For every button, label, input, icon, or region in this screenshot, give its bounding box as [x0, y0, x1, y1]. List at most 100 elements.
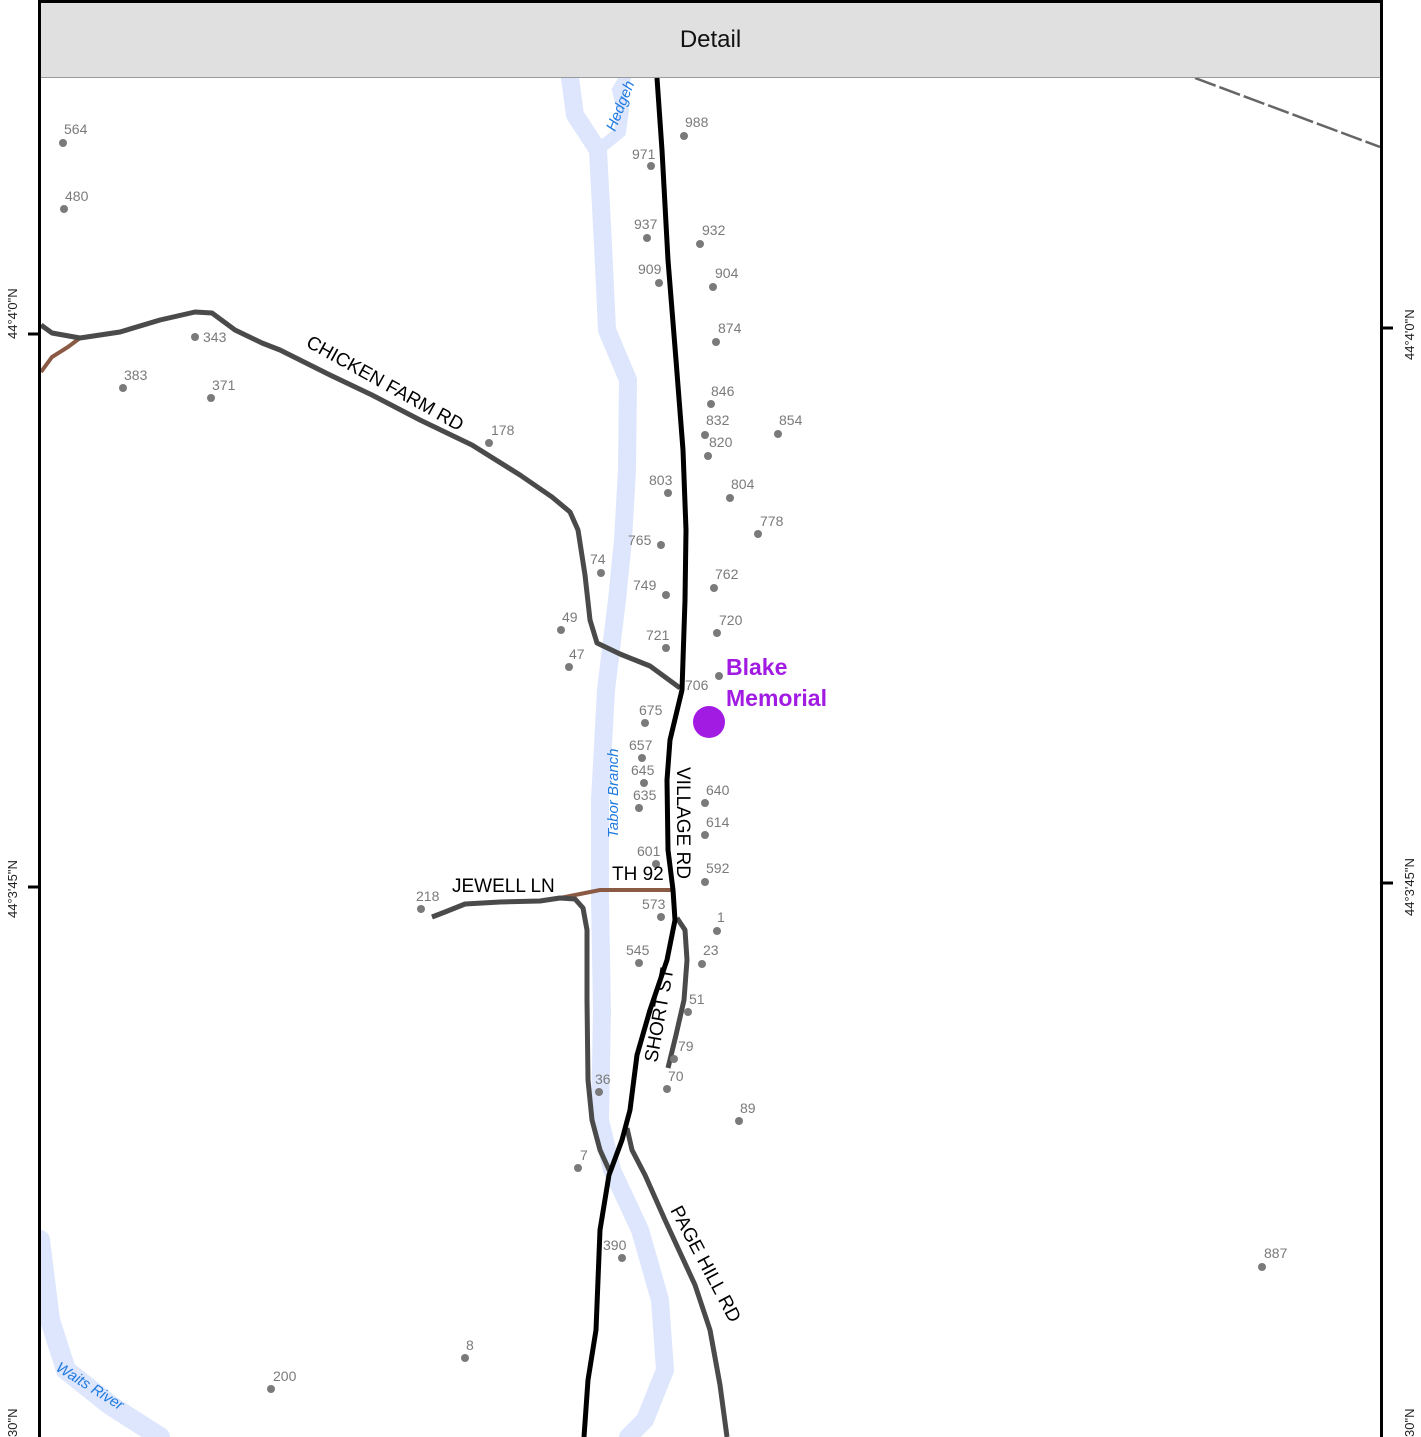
address-number: 749 [633, 577, 657, 593]
address-point[interactable] [663, 1085, 671, 1093]
address-point[interactable] [60, 205, 68, 213]
address-number: 8 [466, 1337, 474, 1353]
address-number: 721 [646, 627, 670, 643]
address-point[interactable] [684, 1008, 692, 1016]
address-number: 874 [718, 320, 742, 336]
address-number: 778 [760, 513, 784, 529]
address-point[interactable] [207, 394, 215, 402]
address-point[interactable] [715, 672, 723, 680]
th-92-label: TH 92 [612, 864, 664, 885]
address-number: 390 [603, 1237, 627, 1253]
village-rd [581, 78, 689, 1437]
address-point[interactable] [698, 960, 706, 968]
address-point[interactable] [704, 452, 712, 460]
detail-title: Detail [41, 3, 1380, 78]
address-point[interactable] [662, 591, 670, 599]
address-point[interactable] [485, 439, 493, 447]
address-point[interactable] [696, 240, 704, 248]
poi-name-line1: Blake [726, 654, 787, 680]
address-point[interactable] [461, 1354, 469, 1362]
address-point[interactable] [701, 831, 709, 839]
boundary-line [1194, 78, 1380, 149]
village-rd-label: VILLAGE RD [672, 767, 693, 879]
address-number: 343 [203, 329, 227, 345]
blake-memorial-marker[interactable] [693, 706, 725, 738]
address-point[interactable] [701, 878, 709, 886]
address-number: 832 [706, 412, 730, 428]
address-number: 51 [689, 991, 705, 1007]
address-point[interactable] [1258, 1263, 1266, 1271]
address-number: 640 [706, 782, 730, 798]
address-point[interactable] [119, 384, 127, 392]
address-point[interactable] [735, 1117, 743, 1125]
address-point[interactable] [707, 400, 715, 408]
waits-river [41, 1230, 170, 1437]
address-point[interactable] [657, 541, 665, 549]
address-number: 909 [638, 261, 662, 277]
address-point[interactable] [635, 804, 643, 812]
address-number: 200 [273, 1368, 297, 1384]
address-point[interactable] [557, 626, 565, 634]
address-point[interactable] [638, 754, 646, 762]
lat-label-right-30: 30"N [1402, 1409, 1417, 1437]
address-point[interactable] [713, 927, 721, 935]
lat-label-right-3-45: 44°3'45"N [1402, 858, 1417, 916]
address-number: 645 [631, 762, 655, 778]
address-number: 657 [629, 737, 653, 753]
address-point[interactable] [754, 530, 762, 538]
address-point[interactable] [417, 905, 425, 913]
address-point[interactable] [662, 644, 670, 652]
address-number: 564 [64, 121, 88, 137]
address-point[interactable] [635, 959, 643, 967]
page-hill-rd [624, 1127, 730, 1437]
address-point[interactable] [640, 779, 648, 787]
address-point[interactable] [712, 338, 720, 346]
address-point[interactable] [670, 1055, 678, 1063]
address-point[interactable] [680, 132, 688, 140]
address-point[interactable] [664, 489, 672, 497]
th-92-road [559, 888, 675, 900]
address-point[interactable] [618, 1254, 626, 1262]
address-number: 904 [715, 265, 739, 281]
address-point[interactable] [641, 719, 649, 727]
address-number: 218 [416, 888, 440, 904]
address-number: 49 [562, 609, 578, 625]
address-point[interactable] [701, 431, 709, 439]
address-number: 635 [633, 787, 657, 803]
address-number: 371 [212, 377, 236, 393]
address-number: 804 [731, 476, 755, 492]
address-number: 592 [706, 860, 730, 876]
address-point[interactable] [774, 430, 782, 438]
address-point[interactable] [709, 283, 717, 291]
address-point[interactable] [574, 1164, 582, 1172]
address-point[interactable] [655, 279, 663, 287]
address-number: 675 [639, 702, 663, 718]
address-number: 887 [1264, 1245, 1288, 1261]
address-point[interactable] [701, 799, 709, 807]
address-number: 383 [124, 367, 148, 383]
address-number: 36 [595, 1071, 611, 1087]
address-point[interactable] [643, 234, 651, 242]
address-point[interactable] [267, 1385, 275, 1393]
address-point[interactable] [647, 162, 655, 170]
address-number: 573 [642, 896, 666, 912]
lat-label-left-3-45: 44°3'45"N [5, 860, 20, 918]
address-point[interactable] [657, 913, 665, 921]
address-point[interactable] [597, 569, 605, 577]
address-point[interactable] [710, 584, 718, 592]
address-point[interactable] [713, 629, 721, 637]
address-point[interactable] [726, 494, 734, 502]
address-point[interactable] [595, 1088, 603, 1096]
jewell-ln-label: JEWELL LN [452, 876, 555, 897]
address-number: 720 [719, 612, 743, 628]
address-point[interactable] [652, 860, 660, 868]
address-number: 74 [590, 551, 606, 567]
address-number: 932 [702, 222, 726, 238]
tabor-branch-label: Tabor Branch [605, 748, 622, 838]
address-point[interactable] [565, 663, 573, 671]
address-number: 762 [715, 566, 739, 582]
address-point[interactable] [59, 139, 67, 147]
address-number: 23 [703, 942, 719, 958]
address-point[interactable] [191, 333, 199, 341]
